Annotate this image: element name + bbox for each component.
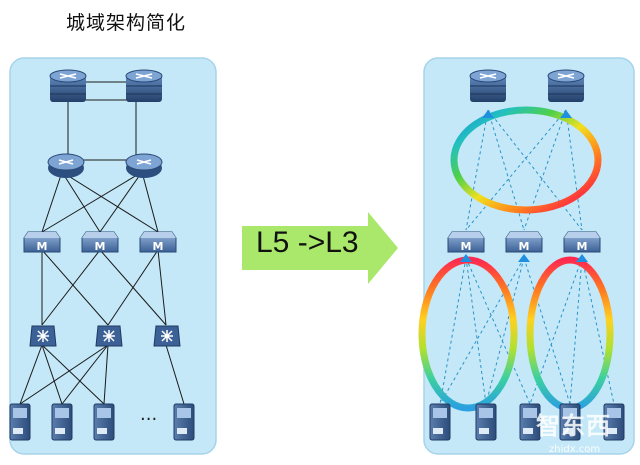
transition-arrow — [242, 212, 398, 284]
access-switch-icon — [153, 325, 181, 347]
watermark-logo: 智东西 — [536, 412, 611, 440]
terminal-icon — [475, 403, 497, 441]
core-router-icon — [125, 69, 163, 103]
left-access-switches — [29, 325, 181, 347]
terminal-icon — [51, 403, 73, 441]
left-links — [19, 81, 185, 405]
m-switch-icon — [563, 231, 601, 254]
watermark-url: zhidx.com — [549, 444, 601, 455]
m-switch-icon — [505, 231, 543, 254]
core-router-icon — [49, 69, 87, 103]
m-switch-icon — [81, 231, 119, 254]
left-panel — [9, 57, 217, 455]
terminal-icon — [93, 403, 115, 441]
page-title: 城域架构简化 — [66, 12, 187, 34]
terminal-icon — [429, 403, 451, 441]
aggregation-router-icon — [47, 153, 85, 179]
transition-label: L5 ->L3 — [256, 226, 359, 259]
core-router-icon — [469, 69, 507, 103]
more-terminals-ellipsis: ... — [140, 404, 158, 425]
access-switch-icon — [29, 325, 57, 347]
core-ring — [450, 106, 602, 214]
access-switch-icon — [95, 325, 123, 347]
aggregation-router-icon — [125, 153, 163, 179]
m-switch-icon — [447, 231, 485, 254]
left-m-switches — [23, 231, 177, 254]
right-ring-markers — [460, 110, 588, 262]
right-dashed-links — [439, 109, 615, 405]
m-switch-icon — [23, 231, 61, 254]
terminal-icon — [9, 403, 31, 441]
right-m-switches — [447, 231, 601, 254]
m-switch-icon — [139, 231, 177, 254]
terminal-icon — [173, 403, 195, 441]
right-panel — [423, 57, 635, 455]
core-router-icon — [547, 69, 585, 103]
